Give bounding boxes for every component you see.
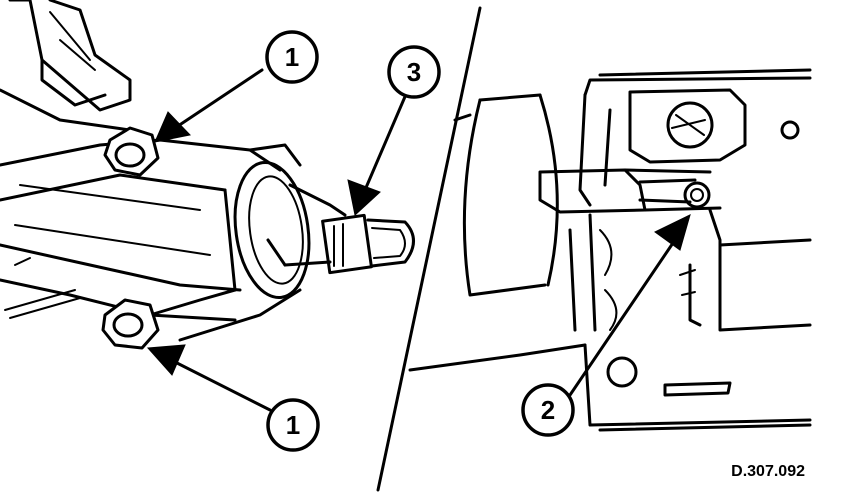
left-panel-assembly: [0, 0, 415, 342]
leader-arrows: [146, 68, 691, 412]
panel-divider: [376, 6, 482, 492]
arrow-head-icon: [654, 214, 691, 251]
upper-bolt: [103, 126, 160, 177]
callout-3: 3: [387, 45, 441, 99]
arrow-head-icon: [154, 111, 191, 143]
callout-1-top-label: 1: [285, 42, 299, 72]
callout-1-top: 1: [265, 30, 319, 84]
arrow-head-icon: [146, 344, 186, 376]
right-panel-assembly: [408, 68, 812, 432]
callout-2: 2: [521, 383, 575, 437]
reference-number: D.307.092: [731, 463, 805, 480]
callout-2-label: 2: [541, 395, 555, 425]
arrow-head-icon: [347, 179, 381, 216]
lower-bolt: [101, 298, 160, 350]
callout-1-bottom: 1: [266, 398, 320, 452]
callout-3-label: 3: [407, 57, 421, 87]
callout-1-bottom-label: 1: [286, 410, 300, 440]
